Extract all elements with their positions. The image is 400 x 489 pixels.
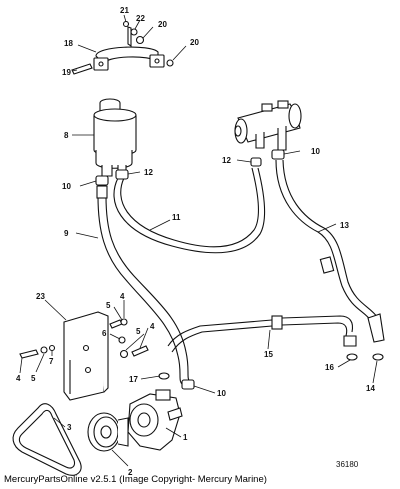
callout-20: 20 xyxy=(190,38,199,47)
callout-4: 4 xyxy=(16,374,21,383)
hose-11 xyxy=(113,167,265,254)
callout-9: 9 xyxy=(64,229,69,238)
callout-22: 22 xyxy=(136,14,145,23)
callout-labels: 21 22 20 18 20 19 8 12 10 10 12 11 13 9 … xyxy=(16,6,375,477)
callout-4: 4 xyxy=(120,292,125,301)
callout-15: 15 xyxy=(264,350,273,359)
clamp-hardware xyxy=(71,14,187,75)
diagram-reference-number: 36180 xyxy=(336,460,359,469)
callout-20: 20 xyxy=(158,20,167,29)
hose-15 xyxy=(167,315,357,353)
callout-13: 13 xyxy=(340,221,349,230)
reservoir-clamp xyxy=(93,46,165,71)
callout-8: 8 xyxy=(64,131,69,140)
leader-lines xyxy=(19,150,378,467)
callout-5: 5 xyxy=(31,374,36,383)
power-steering-reservoir xyxy=(72,98,137,177)
callout-12: 12 xyxy=(144,168,153,177)
hose-clamps xyxy=(95,149,384,390)
drive-belt xyxy=(12,403,82,476)
power-steering-pump xyxy=(127,389,183,451)
bracket-hardware xyxy=(19,318,149,359)
pump-pulley xyxy=(87,412,129,452)
callout-11: 11 xyxy=(172,213,181,222)
callout-1: 1 xyxy=(183,433,188,442)
callout-12: 12 xyxy=(222,156,231,165)
callout-3: 3 xyxy=(67,423,72,432)
hose-13 xyxy=(275,159,385,343)
callout-16: 16 xyxy=(325,363,334,372)
pump-bracket xyxy=(63,311,109,401)
copyright-caption: MercuryPartsOnline v2.5.1 (Image Copyrig… xyxy=(4,474,267,485)
callout-6: 6 xyxy=(102,329,107,338)
callout-4: 4 xyxy=(150,322,155,331)
callout-17: 17 xyxy=(129,375,138,384)
callout-21: 21 xyxy=(120,6,129,15)
callout-14: 14 xyxy=(366,384,375,393)
callout-7: 7 xyxy=(49,357,54,366)
callout-5: 5 xyxy=(106,301,111,310)
callout-18: 18 xyxy=(64,39,73,48)
callout-10: 10 xyxy=(311,147,320,156)
callout-10: 10 xyxy=(62,182,71,191)
oil-cooler xyxy=(234,100,302,151)
callout-2: 2 xyxy=(128,468,133,477)
hose-9 xyxy=(96,185,191,385)
callout-10: 10 xyxy=(217,389,226,398)
callout-19: 19 xyxy=(62,68,71,77)
callout-5: 5 xyxy=(136,327,141,336)
callout-23: 23 xyxy=(36,292,45,301)
